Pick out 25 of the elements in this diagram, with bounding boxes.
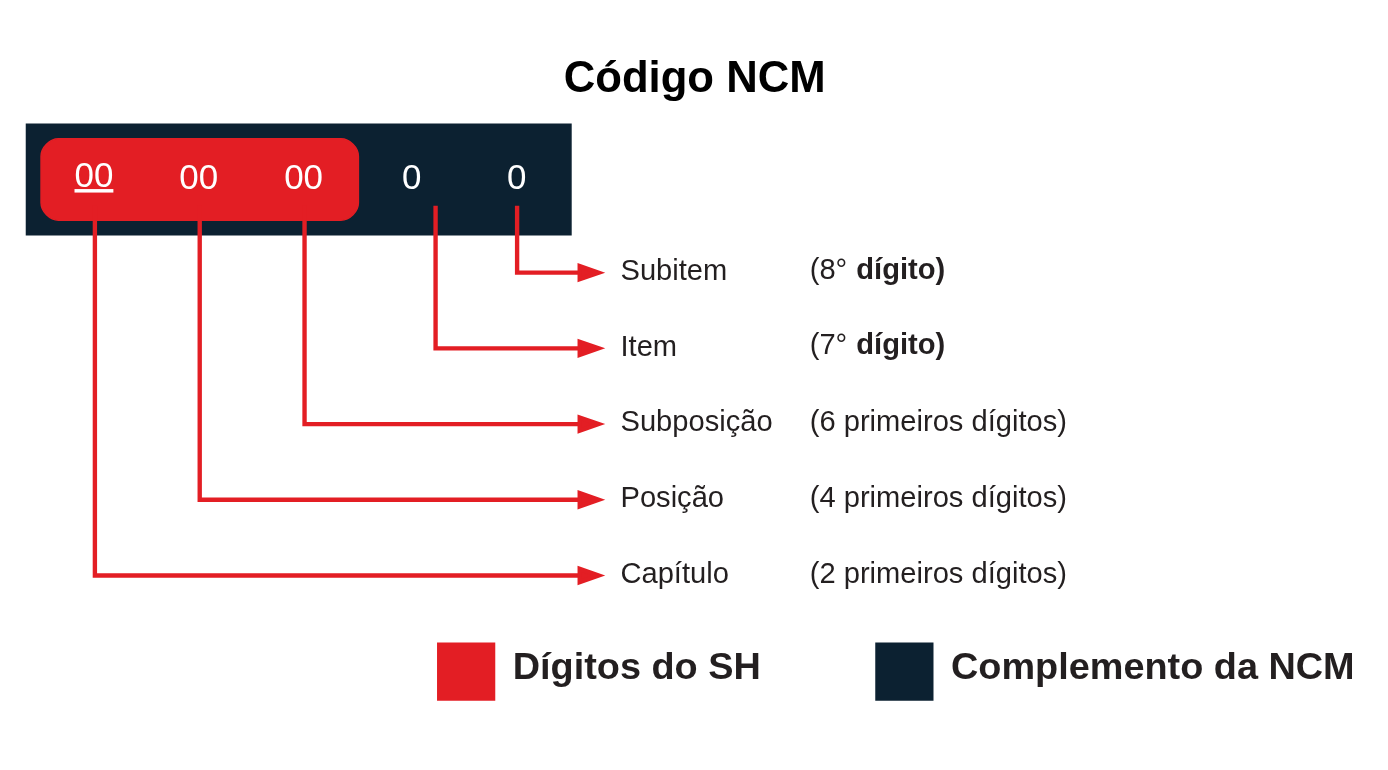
node-text: Subposição xyxy=(620,404,773,437)
node-text: 00 xyxy=(179,156,219,196)
cluster xyxy=(40,137,360,221)
node-label: (7° dígito) xyxy=(809,327,946,360)
arrow xyxy=(433,205,606,358)
node-text: Capítulo xyxy=(620,556,729,589)
node-label: (6 primeiros dígitos) xyxy=(809,404,1067,437)
arrow xyxy=(302,205,606,434)
legend-label: Dígitos do SH xyxy=(512,644,761,687)
node-label: (2 primeiros dígitos) xyxy=(809,556,1067,589)
node-label: (8° dígito) xyxy=(809,251,946,284)
arrow xyxy=(197,205,606,509)
node-text: Item xyxy=(620,329,678,362)
arrow xyxy=(514,205,606,282)
node-label: (4 primeiros dígitos) xyxy=(809,480,1067,513)
node-text: Posição xyxy=(620,480,725,513)
node-text: 00 xyxy=(284,156,324,196)
diagram-title: Código NCM xyxy=(563,51,826,101)
node-text: 00 xyxy=(74,154,114,194)
node-text: 0 xyxy=(506,156,527,196)
cluster xyxy=(25,122,572,236)
node-text: Subitem xyxy=(620,253,728,286)
node-text: 0 xyxy=(402,156,422,196)
legend-label: Complemento da NCM xyxy=(950,644,1355,687)
arrow xyxy=(92,205,606,585)
